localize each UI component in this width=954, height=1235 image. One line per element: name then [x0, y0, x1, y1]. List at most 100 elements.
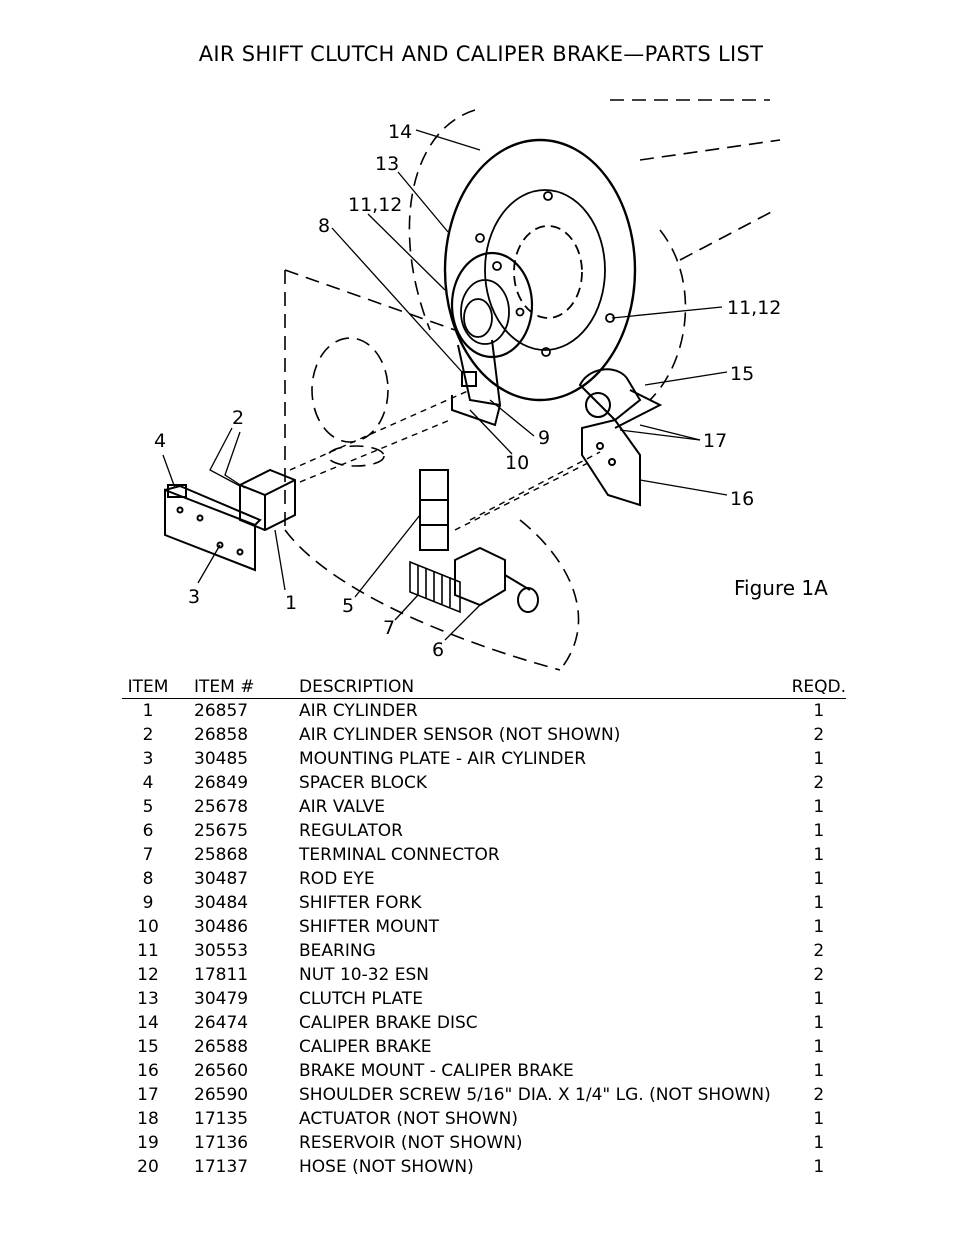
callout-9: 9	[538, 427, 550, 449]
item-cell: 15	[137, 1037, 159, 1057]
callout-4: 4	[154, 430, 166, 452]
reqd-cell: 1	[813, 1037, 825, 1057]
caliper-brake	[578, 368, 663, 429]
item-cell: 18	[137, 1109, 159, 1129]
item-number-cell: 30487	[194, 869, 249, 889]
item-number-cell: 17811	[194, 965, 249, 985]
callout-10: 10	[505, 452, 529, 474]
brake-mount	[581, 418, 641, 507]
item-number-cell: 30484	[194, 893, 249, 913]
reqd-cell: 1	[813, 749, 825, 769]
reqd-cell: 1	[813, 1109, 825, 1129]
item-cell: 8	[142, 869, 154, 889]
reqd-cell: 2	[813, 725, 825, 745]
callout-17: 17	[703, 430, 727, 452]
table-row: 4 26849 SPACER BLOCK 2	[122, 771, 846, 795]
reqd-cell: 2	[813, 965, 825, 985]
item-number-cell: 26858	[194, 725, 249, 745]
reqd-cell: 1	[813, 869, 825, 889]
callout-2: 2	[232, 407, 244, 429]
description-cell: SPACER BLOCK	[299, 773, 428, 793]
description-cell: AIR CYLINDER	[299, 701, 418, 721]
item-number-cell: 26588	[194, 1037, 249, 1057]
item-cell: 14	[137, 1013, 159, 1033]
terminal-connector	[409, 560, 461, 614]
item-number-cell: 25678	[194, 797, 249, 817]
item-number-cell: 30485	[194, 749, 249, 769]
item-number-cell: 26590	[194, 1085, 249, 1105]
reqd-cell: 1	[813, 1133, 825, 1153]
header-reqd: REQD.	[791, 676, 846, 699]
description-cell: RESERVOIR (NOT SHOWN)	[299, 1133, 523, 1153]
reqd-cell: 1	[813, 797, 825, 817]
clutch-plate	[450, 251, 534, 359]
reqd-cell: 1	[813, 845, 825, 865]
item-cell: 20	[137, 1157, 159, 1177]
item-cell: 2	[142, 725, 154, 745]
item-cell: 4	[142, 773, 154, 793]
housing-outline	[284, 99, 781, 671]
table-row: 1 26857 AIR CYLINDER 1	[122, 699, 846, 724]
reqd-cell: 2	[813, 941, 825, 961]
callout-5: 5	[342, 595, 354, 617]
item-number-cell: 26849	[194, 773, 249, 793]
callout-8: 8	[318, 215, 330, 237]
item-number-cell: 17135	[194, 1109, 249, 1129]
shifter-fork	[451, 339, 502, 427]
item-cell: 13	[137, 989, 159, 1009]
description-cell: HOSE (NOT SHOWN)	[299, 1157, 474, 1177]
item-number-cell: 25675	[194, 821, 249, 841]
reqd-cell: 1	[813, 917, 825, 937]
item-cell: 12	[137, 965, 159, 985]
callout-11-12-b: 11,12	[727, 297, 781, 319]
item-cell: 7	[142, 845, 154, 865]
air-cylinder	[239, 468, 296, 532]
header-item: ITEM	[122, 676, 174, 699]
item-number-cell: 30553	[194, 941, 249, 961]
header-description: DESCRIPTION	[299, 676, 792, 699]
description-cell: AIR CYLINDER SENSOR (NOT SHOWN)	[299, 725, 621, 745]
callout-11-12-a: 11,12	[348, 194, 402, 216]
item-number-cell: 17137	[194, 1157, 249, 1177]
callout-6: 6	[432, 639, 444, 661]
item-number-cell: 30486	[194, 917, 249, 937]
description-cell: NUT 10-32 ESN	[299, 965, 429, 985]
item-number-cell: 26474	[194, 1013, 249, 1033]
regulator	[454, 546, 539, 613]
reqd-cell: 2	[813, 773, 825, 793]
reqd-cell: 1	[813, 1061, 825, 1081]
reqd-cell: 1	[813, 701, 825, 721]
reqd-cell: 1	[813, 989, 825, 1009]
description-cell: TERMINAL CONNECTOR	[299, 845, 500, 865]
leader-lines	[162, 129, 728, 641]
callout-3: 3	[188, 586, 200, 608]
table-row: 2 26858 AIR CYLINDER SENSOR (NOT SHOWN) 2	[122, 723, 846, 747]
callout-14: 14	[388, 121, 412, 143]
item-cell: 11	[137, 941, 159, 961]
figure-caption: Figure 1A	[734, 576, 828, 600]
callout-15: 15	[730, 363, 754, 385]
item-cell: 6	[142, 821, 154, 841]
item-number-cell: 26560	[194, 1061, 249, 1081]
item-cell: 1	[142, 701, 154, 721]
item-cell: 17	[137, 1085, 159, 1105]
callout-labels: 14 13 11,12 8 11,12 15 2 4 9 17 10 16 3 …	[154, 121, 781, 661]
callout-13: 13	[375, 153, 399, 175]
description-cell: ACTUATOR (NOT SHOWN)	[299, 1109, 518, 1129]
item-number-cell: 26857	[194, 701, 249, 721]
callout-7: 7	[383, 617, 395, 639]
